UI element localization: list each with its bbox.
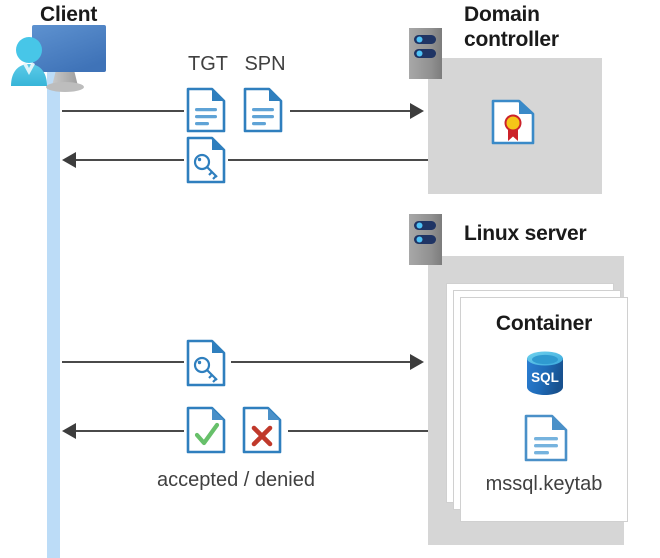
client-workstation-user-icon [8, 24, 112, 96]
tgt-label: TGT [188, 53, 228, 75]
ticket-key-document-icon [186, 136, 226, 184]
spn-label: SPN [244, 53, 286, 75]
keytab-document-icon [524, 414, 568, 462]
accepted-check-document-icon [186, 406, 226, 454]
certificate-document-icon [491, 99, 535, 145]
denied-cross-document-icon [242, 406, 282, 454]
flow-ticket-response-line-right [228, 159, 428, 161]
domain-controller-title-line1: Domain [464, 3, 540, 26]
flow-auth-result-line-left [76, 430, 184, 432]
domain-controller-server-rack-icon [409, 28, 442, 79]
linux-server-title: Linux server [464, 222, 587, 245]
client-lifeline [47, 62, 60, 558]
client-title: Client [40, 3, 98, 26]
flow-ticket-response-line-left [76, 159, 184, 161]
flow-tgt-spn-arrowhead [410, 103, 424, 124]
flow-auth-result-line-right [288, 430, 428, 432]
mssql-keytab-label: mssql.keytab [485, 473, 603, 495]
present-key-document-icon [186, 339, 226, 387]
tgt-document-icon [186, 87, 226, 133]
container-card-front [460, 297, 628, 522]
flow-ticket-response-arrowhead [62, 152, 76, 173]
accepted-denied-label: accepted / denied [157, 469, 315, 491]
spn-document-icon [243, 87, 283, 133]
flow-auth-result-arrowhead [62, 423, 76, 444]
domain-controller-title-line2: controller [464, 28, 559, 51]
linux-server-server-rack-icon [409, 214, 442, 265]
flow-ticket-present-line-right [231, 361, 414, 363]
container-title: Container [495, 312, 593, 335]
flow-tgt-spn-line-left [62, 110, 184, 112]
svg-text:SQL: SQL [531, 370, 559, 385]
flow-ticket-present-line-left [62, 361, 184, 363]
domain-controller-title: Domain controller [464, 2, 654, 52]
flow-ticket-present-arrowhead [410, 354, 424, 375]
flow-tgt-spn-line-right [290, 110, 414, 112]
sql-database-icon: SQL [524, 350, 566, 396]
